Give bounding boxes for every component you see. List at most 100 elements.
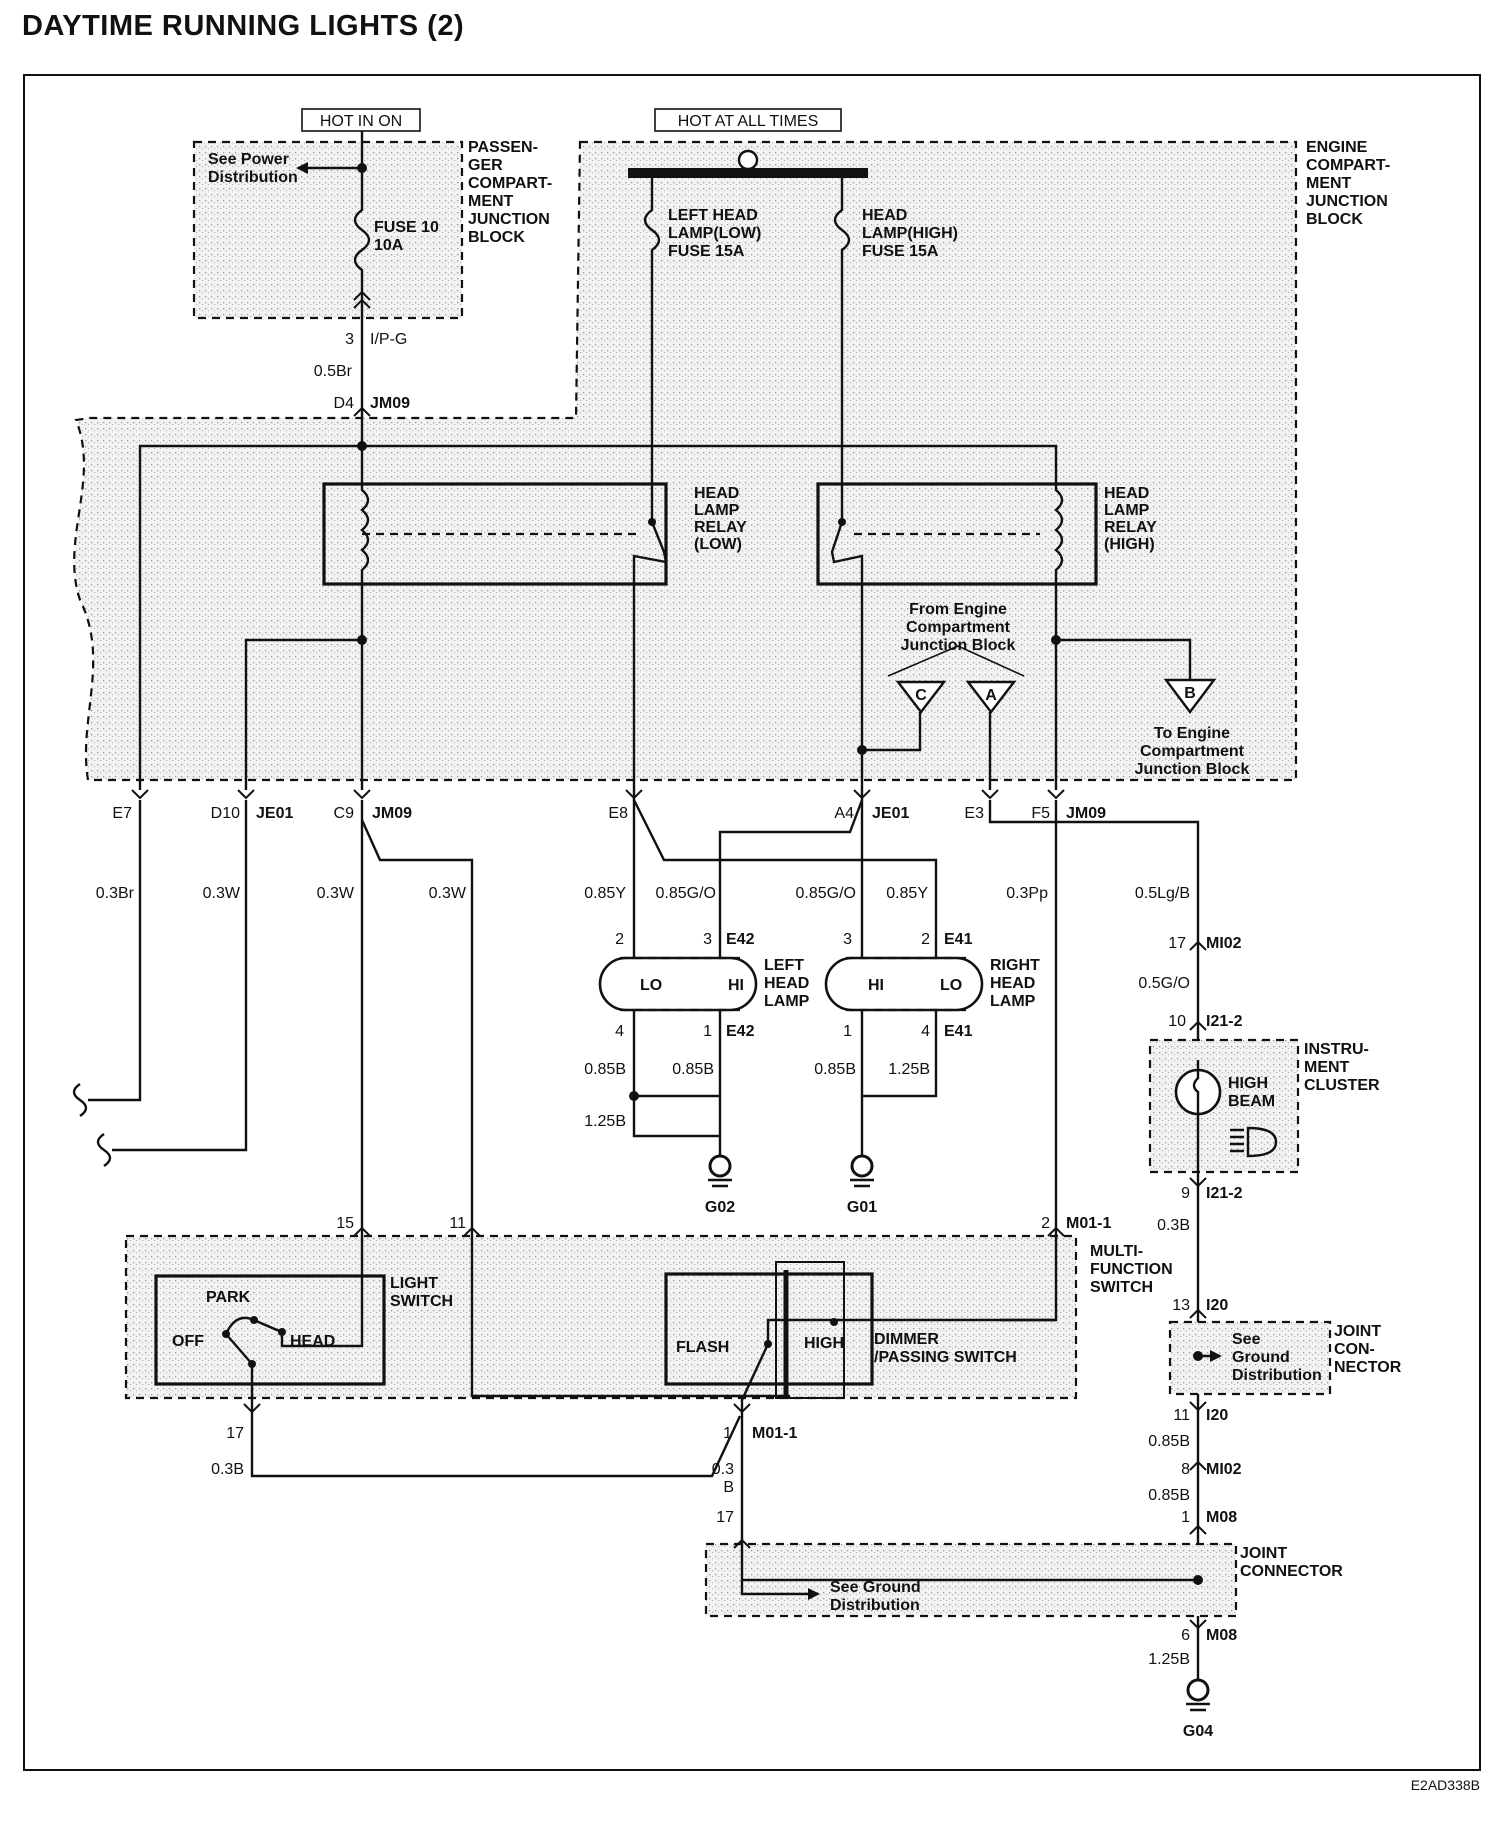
light-switch-off: OFF — [172, 1333, 204, 1350]
wire-light-switch-17 — [250, 1364, 742, 1478]
wire-085b-label: 0.85B — [584, 1061, 626, 1078]
conn-mi02-top: MI02 — [1206, 935, 1242, 952]
wire-dimmer-common — [740, 1343, 770, 1544]
pin-4: 4 — [921, 1023, 930, 1040]
wire-03w-c — [360, 819, 790, 1398]
wire-03w-label: 0.3W — [317, 885, 355, 902]
wire-right-ground — [860, 1010, 938, 1164]
conn-i20-bottom: I20 — [1206, 1407, 1228, 1424]
passenger-junction-block-area — [192, 140, 464, 320]
pin-2: 2 — [921, 931, 930, 948]
offpage-b-label: B — [1184, 685, 1196, 702]
relay-high-coil — [1054, 484, 1064, 640]
relay-low-coil — [360, 446, 370, 640]
pin-1: 1 — [1181, 1509, 1190, 1526]
pin-6: 6 — [1181, 1627, 1190, 1644]
arrow-icon — [1210, 1350, 1222, 1362]
wire-085go-label: 0.85G/O — [656, 885, 716, 902]
conn-mi02-bottom: MI02 — [1206, 1461, 1242, 1478]
conn-e41-top: E41 — [944, 931, 973, 948]
pin-3: 3 — [345, 331, 354, 348]
instrument-cluster — [1148, 1038, 1300, 1174]
ground-symbol — [1186, 1702, 1210, 1712]
fuse-right-high — [833, 178, 851, 500]
conn-e42-top: E42 — [726, 931, 755, 948]
left-lamp-hi: HI — [728, 977, 744, 994]
conn-je01-right: JE01 — [872, 805, 909, 822]
wire-05lgb-label: 0.5Lg/B — [1135, 885, 1190, 902]
dimmer-frame-icon — [775, 1261, 845, 1399]
offpage-connector-a — [965, 680, 1017, 714]
wire-03br-label: 0.3Br — [96, 885, 135, 902]
wire-125b-g02 — [632, 1096, 720, 1138]
pin-e7: E7 — [112, 805, 132, 822]
wire-03b-label: 0.3B — [211, 1461, 244, 1478]
wire-085b-label: 0.85B — [672, 1061, 714, 1078]
hot-at-all-times-box — [654, 108, 842, 132]
ground-g01-icon — [850, 1154, 874, 1178]
conn-m08-top: M08 — [1206, 1509, 1237, 1526]
conn-e42-bottom: E42 — [726, 1023, 755, 1040]
wire-085go-label: 0.85G/O — [796, 885, 856, 902]
light-switch-head: HEAD — [290, 1333, 335, 1350]
pin-13: 13 — [1172, 1297, 1190, 1314]
conn-m01-1-bottom: M01-1 — [752, 1425, 797, 1442]
diagram-frame — [23, 74, 1481, 1771]
wire-03w-a — [112, 800, 248, 1152]
pin-1: 1 — [703, 1023, 712, 1040]
hot-in-on-label: HOT IN ON — [320, 113, 402, 130]
relay-low — [322, 482, 668, 586]
dimmer-flash: FLASH — [676, 1339, 729, 1356]
pin-11: 11 — [1173, 1407, 1190, 1424]
dimmer-lever — [766, 1318, 834, 1344]
wire-05br: 0.5Br — [314, 363, 353, 380]
hot-at-all-times-label: HOT AT ALL TIMES — [678, 113, 819, 130]
wire-085b-label: 0.85B — [814, 1061, 856, 1078]
junction-dot — [1193, 1575, 1203, 1585]
wire-03br — [88, 800, 142, 1102]
light-switch-arc — [224, 1316, 283, 1335]
pin-10: 10 — [1168, 1013, 1186, 1030]
multifunction-switch-area — [124, 1234, 1078, 1400]
wire-break-icon — [72, 1083, 88, 1117]
ground-g02-label: G02 — [705, 1199, 735, 1216]
wire-to-b — [1056, 638, 1192, 680]
pin-17: 17 — [716, 1509, 734, 1526]
pin-e8: E8 — [608, 805, 628, 822]
wire-03b-label: 0.3B — [1157, 1217, 1190, 1234]
dimmer-passing-switch — [664, 1272, 874, 1386]
wire-085y-label: 0.85Y — [584, 885, 626, 902]
offpage-connector-c — [895, 680, 947, 714]
wire-from-c — [862, 712, 922, 752]
wire-03w-label: 0.3W — [429, 885, 467, 902]
pin-d10: D10 — [211, 805, 240, 822]
from-engine-bracket — [887, 645, 1025, 677]
wire-03w-label: 0.3W — [203, 885, 241, 902]
pin-d4: D4 — [334, 395, 355, 412]
wire-125b-label: 1.25B — [584, 1113, 626, 1130]
pin-e3: E3 — [964, 805, 984, 822]
dimmer-passing-switch-label: DIMMER/PASSING SWITCH — [874, 1331, 1017, 1366]
right-lamp-lo: LO — [940, 977, 962, 994]
wire-085y-label: 0.85Y — [886, 885, 928, 902]
offpage-connector-b — [1163, 678, 1217, 714]
ground-g04-label: G04 — [1183, 1723, 1213, 1740]
offpage-a-label: A — [985, 687, 997, 704]
arrow-icon — [808, 1588, 820, 1600]
conn-i21-2-bottom: I21-2 — [1206, 1185, 1243, 1202]
wire-d10 — [244, 638, 362, 790]
engine-compartment-junction-block-area — [73, 140, 1298, 782]
pin-f5: F5 — [1031, 805, 1050, 822]
dimmer-high: HIGH — [804, 1335, 844, 1352]
conn-ipg: I/P-G — [370, 331, 407, 348]
